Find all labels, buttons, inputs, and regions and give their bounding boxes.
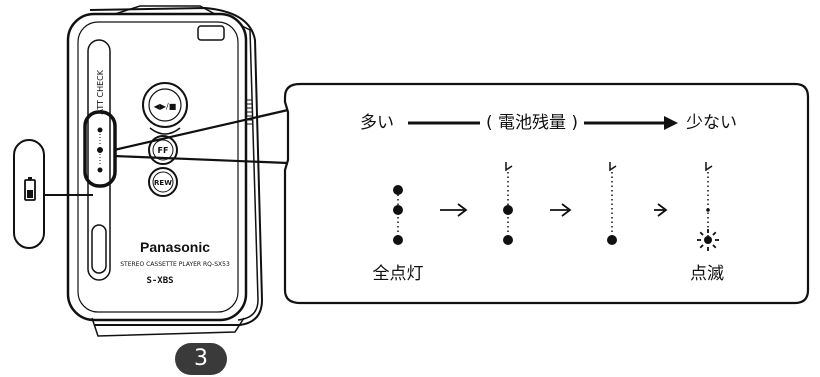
small-dot [706, 208, 710, 212]
label-more: 多い [360, 113, 394, 133]
blink-icon [704, 236, 712, 244]
battery-icon [24, 177, 36, 201]
callout-leader [113, 108, 289, 165]
lit-dot [607, 235, 617, 245]
cassette-player [66, 5, 264, 337]
blink-ray [712, 231, 717, 236]
att-check-label: ATT CHECK [96, 69, 105, 114]
rew-label: REW [154, 179, 172, 187]
blink-ray [699, 244, 704, 249]
label-battery-remaining: ( 電池残量 ) [486, 113, 578, 133]
lit-dot [503, 235, 513, 245]
blink-ray [699, 231, 704, 236]
model-line: STEREO CASSETTE PLAYER RQ-SX53 [120, 261, 230, 268]
label-less: 少ない [686, 113, 737, 133]
ff-label: FF [158, 146, 169, 155]
lit-dot [393, 235, 403, 245]
battery-level-stages [393, 162, 719, 251]
indicator-dot [97, 167, 103, 173]
caption-all-lit: 全点灯 [373, 264, 424, 284]
unlit-mark [609, 162, 617, 172]
lit-dot [503, 205, 513, 215]
blink-ray [712, 244, 717, 249]
page-number-badge: 3 [175, 343, 227, 375]
battery-indicator-box [13, 139, 93, 249]
scale-arrowhead [664, 116, 678, 130]
arrow-right-icon [457, 203, 468, 217]
unlit-mark [505, 162, 513, 172]
arrow-right-icon [561, 203, 572, 217]
indicator-dot [97, 127, 103, 133]
play-stop-label: ◀▶/■ [154, 102, 177, 111]
brand-logo: Panasonic [140, 239, 210, 255]
lit-dot [393, 205, 403, 215]
model-short: S-XBS [146, 276, 173, 286]
lit-dot [393, 185, 403, 195]
indicator-dot [97, 147, 103, 153]
arrow-right-icon [657, 203, 668, 217]
battery-level-callout [283, 82, 810, 305]
unlit-mark [705, 162, 713, 172]
caption-blink: 点滅 [690, 264, 724, 284]
